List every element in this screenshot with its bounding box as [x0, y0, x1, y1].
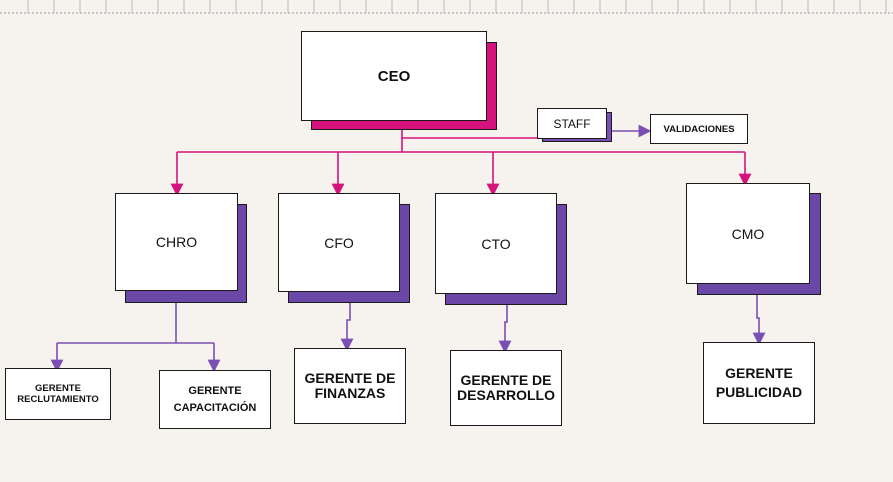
gerente-desarrollo-label: GERENTE DE DESARROLLO [457, 372, 555, 403]
gerente-finanzas-label: GERENTE DE FINANZAS [304, 370, 396, 401]
arrow-to-desarrollo [498, 305, 512, 354]
staff-label: STAFF [553, 116, 591, 131]
cto-box[interactable]: CTO [435, 193, 557, 294]
cmo-box[interactable]: CMO [686, 183, 810, 284]
arrow-to-publicidad [752, 295, 766, 346]
gerente-capacitacion-label: GERENTE CAPACITACIÓN [173, 384, 257, 414]
ceo-connectors [170, 124, 752, 197]
validaciones-box[interactable]: VALIDACIONES [650, 114, 748, 144]
cmo-label: CMO [731, 225, 765, 242]
gerente-desarrollo-box[interactable]: GERENTE DE DESARROLLO [450, 350, 562, 426]
cfo-box[interactable]: CFO [278, 193, 400, 292]
gerente-publicidad-box[interactable]: GERENTE PUBLICIDAD [703, 342, 815, 424]
ceo-label: CEO [377, 67, 411, 85]
staff-box[interactable]: STAFF [537, 108, 607, 139]
gerente-reclutamiento-box[interactable]: GERENTE RECLUTAMIENTO [5, 368, 111, 420]
gerente-finanzas-box[interactable]: GERENTE DE FINANZAS [294, 348, 406, 424]
top-dashed-border [0, 0, 893, 14]
manager-connectors [50, 124, 766, 373]
gerente-capacitacion-box[interactable]: GERENTE CAPACITACIÓN [159, 370, 271, 429]
arrow-to-finanzas [340, 302, 354, 352]
cto-label: CTO [481, 235, 511, 252]
gerente-publicidad-label: GERENTE PUBLICIDAD [715, 365, 803, 400]
chro-label: CHRO [155, 234, 198, 250]
ceo-box[interactable]: CEO [301, 31, 487, 121]
cfo-label: CFO [324, 234, 354, 251]
validaciones-label: VALIDACIONES [663, 123, 735, 135]
chro-box[interactable]: CHRO [115, 193, 238, 291]
gerente-reclutamiento-label: GERENTE RECLUTAMIENTO [17, 383, 99, 405]
